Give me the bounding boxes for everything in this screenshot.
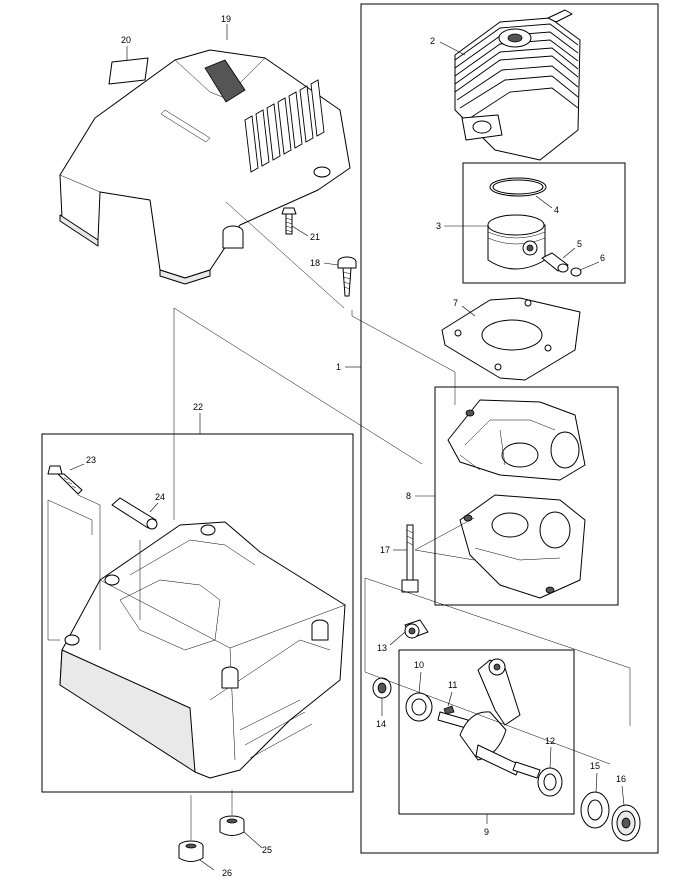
piston-pin-part <box>541 252 569 273</box>
bushing-lower-part <box>178 840 204 862</box>
crankcase-upper-part <box>447 399 586 481</box>
callout-8: 8 <box>406 491 411 501</box>
washer-part <box>580 791 610 829</box>
frame-crankshaft <box>398 649 575 815</box>
callout-18: 18 <box>310 258 320 268</box>
crankcase-bolt-part <box>401 524 419 593</box>
callout-14: 14 <box>376 719 386 729</box>
gasket-part <box>441 297 581 381</box>
bushing-upper-part <box>219 815 245 836</box>
callout-11: 11 <box>448 680 457 690</box>
callout-labels: 19 20 2 3 4 5 6 7 1 8 9 10 11 12 13 14 1… <box>86 14 626 878</box>
label-decal-part <box>108 57 149 85</box>
frame-engine-assembly <box>360 3 659 854</box>
callout-26: 26 <box>222 868 232 878</box>
callout-19: 19 <box>221 14 231 24</box>
leader-lines <box>47 24 631 871</box>
callout-7: 7 <box>453 298 458 308</box>
bearing-left-part <box>405 692 433 722</box>
oil-seal-left-part <box>372 677 392 699</box>
callout-17: 17 <box>380 545 390 555</box>
callout-2: 2 <box>430 36 435 46</box>
woodruff-key-part <box>443 705 455 715</box>
callout-15: 15 <box>590 761 600 771</box>
callout-10: 10 <box>414 660 424 670</box>
guide-pin-part <box>111 497 158 530</box>
callout-23: 23 <box>86 455 96 465</box>
cylinder-part <box>454 9 581 161</box>
cover-cooling-slots <box>244 79 325 173</box>
mounting-screw-part <box>337 256 357 297</box>
frame-piston-kit <box>462 162 626 284</box>
callout-4: 4 <box>554 205 559 215</box>
callout-13: 13 <box>377 643 387 653</box>
callout-12: 12 <box>545 736 555 746</box>
oil-seal-right-part <box>611 804 641 842</box>
crankshaft-part <box>437 658 541 779</box>
frame-base-assembly <box>41 433 354 793</box>
callout-3: 3 <box>436 221 441 231</box>
base-frame-part <box>59 521 346 779</box>
callout-24: 24 <box>155 492 165 502</box>
callout-6: 6 <box>600 253 605 263</box>
callout-25: 25 <box>262 845 272 855</box>
callout-1: 1 <box>336 362 341 372</box>
callout-21: 21 <box>310 232 320 242</box>
piston-ring-part <box>489 177 547 197</box>
callout-9: 9 <box>484 827 489 837</box>
stud-bolt-part <box>47 465 83 495</box>
callout-20: 20 <box>121 35 131 45</box>
callout-22: 22 <box>193 402 203 412</box>
cover-screw-part <box>281 207 297 235</box>
callout-5: 5 <box>577 239 582 249</box>
piston-part <box>487 214 546 270</box>
circlip-part <box>570 267 582 277</box>
needle-bearing-part <box>404 619 429 639</box>
crankcase-lower-part <box>459 494 586 599</box>
engine-cover-part <box>59 49 351 285</box>
bearing-right-part <box>537 767 563 797</box>
callout-16: 16 <box>616 774 626 784</box>
